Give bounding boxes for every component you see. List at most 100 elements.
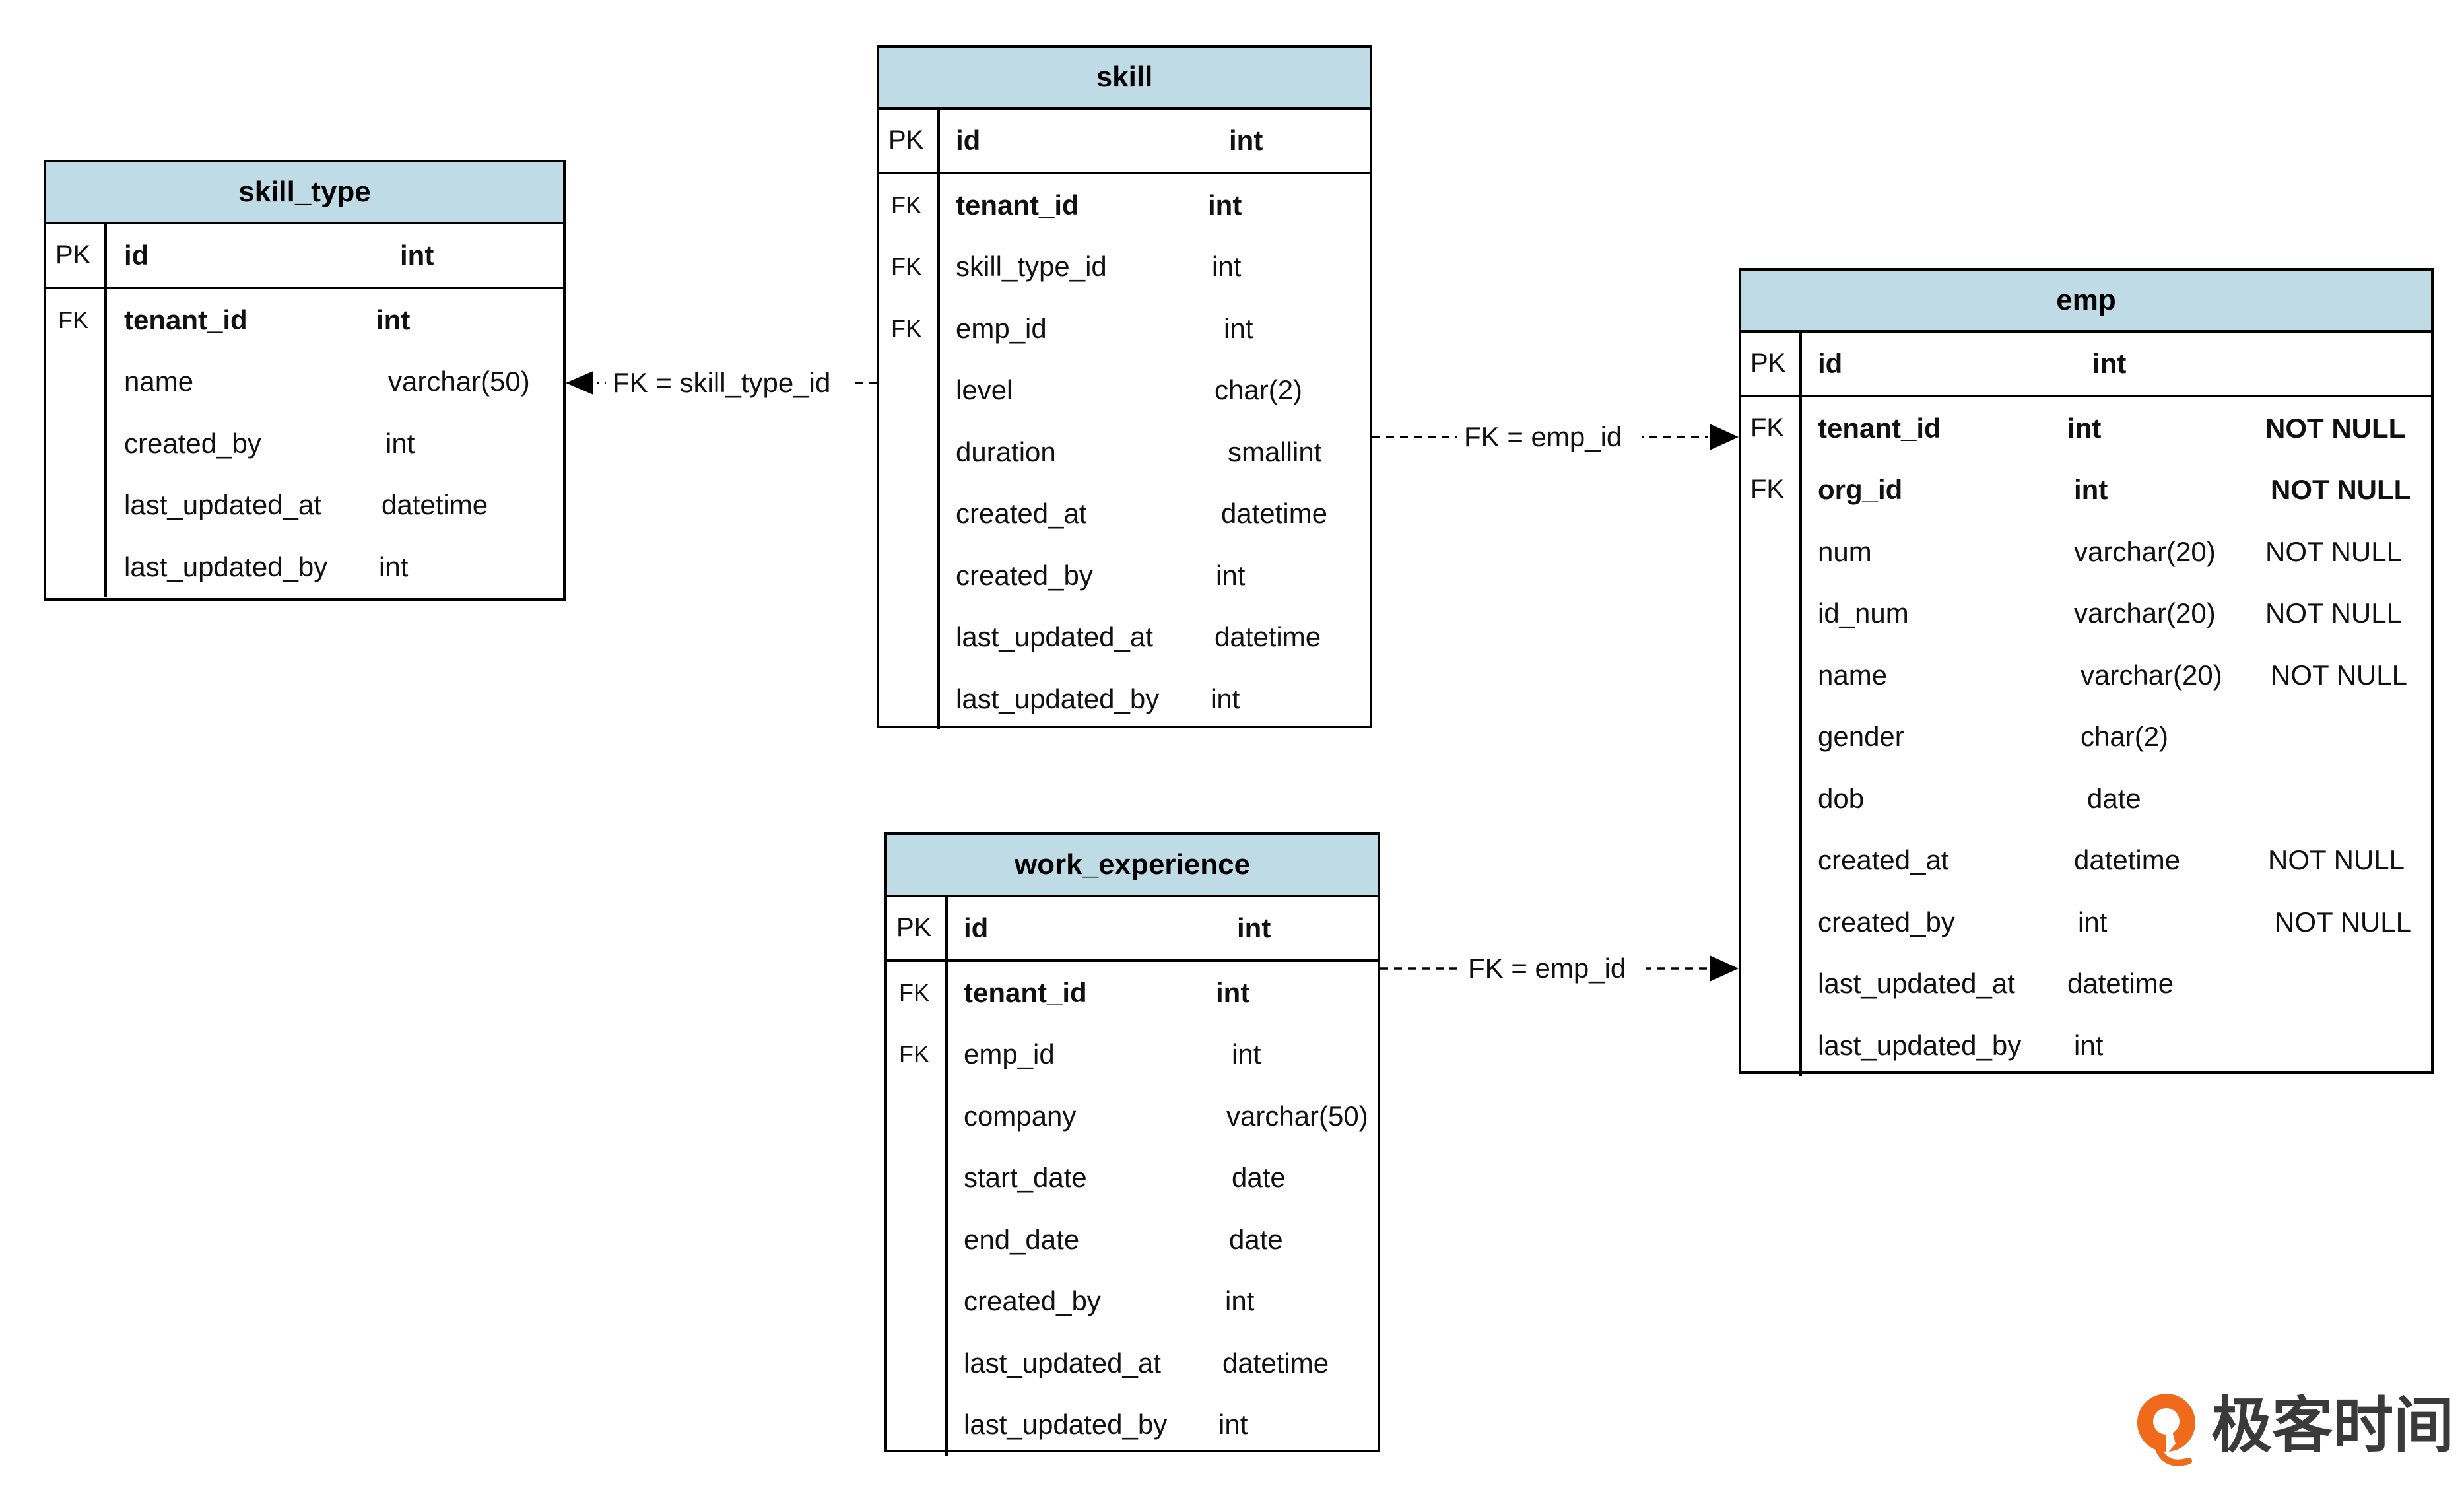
column-name: created_by [964, 1285, 1101, 1316]
column-name: emp_id [964, 1038, 1055, 1069]
column-type: varchar(20) [2074, 535, 2216, 567]
column-type: datetime [1222, 1347, 1329, 1378]
column-row: level char(2) [879, 359, 1370, 421]
pk-section: PK id int [46, 224, 563, 289]
fields-section: FK tenant_id int name varchar(50) create… [46, 288, 563, 597]
column-name: created_at [1818, 844, 1949, 875]
column-row: last_updated_at datetime [46, 474, 563, 536]
column-type: varchar(20) [2074, 597, 2216, 628]
fields-section: FK tenant_id int FK emp_id int company v… [887, 961, 1378, 1456]
key-label: FK [899, 978, 930, 1006]
column-type: int [1216, 976, 1250, 1008]
relation-skill-to-emp: FK = emp_id [1372, 419, 1739, 456]
column-name: created_at [956, 498, 1087, 529]
column-type: int [1224, 312, 1253, 344]
column-type: int [2092, 348, 2127, 379]
column-constraint: NOT NULL [2265, 597, 2402, 628]
column-name: created_by [956, 559, 1093, 591]
column-type: date [1232, 1162, 1286, 1193]
column-name: tenant_id [1818, 412, 1941, 444]
column-name: id_num [1818, 597, 1909, 628]
column-row: created_by int [46, 413, 563, 475]
column-name: last_updated_at [964, 1347, 1161, 1378]
column-row: PK id int [879, 110, 1370, 172]
arrowhead-icon [1710, 955, 1739, 982]
column-type: datetime [2074, 844, 2181, 875]
column-name: org_id [1818, 474, 1903, 505]
column-row: PK id int [887, 897, 1378, 959]
column-name: id [1818, 348, 1843, 379]
column-row: created_at datetime NOT NULL [1741, 829, 2431, 891]
logo-mark-icon [2137, 1394, 2195, 1466]
column-row: dob date [1741, 768, 2431, 830]
key-label: FK [891, 191, 922, 219]
column-type: int [1212, 251, 1242, 282]
column-type: datetime [1221, 498, 1328, 529]
column-constraint: NOT NULL [2265, 535, 2402, 567]
column-name: last_updated_by [956, 683, 1160, 714]
arrowhead-icon [1710, 424, 1739, 450]
pk-section: PK id int [879, 110, 1370, 174]
column-type: int [400, 240, 434, 271]
relation-label: FK = skill_type_id [613, 367, 830, 398]
column-name: last_updated_at [956, 621, 1153, 652]
column-name: id [956, 125, 981, 156]
column-name: id [964, 912, 989, 943]
pk-section: PK id int [887, 897, 1378, 962]
column-row: FK tenant_id int [887, 962, 1378, 1024]
column-type: int [1216, 559, 1246, 591]
column-row: FK tenant_id int [46, 289, 563, 351]
column-type: int [2074, 474, 2108, 505]
column-name: last_updated_at [124, 489, 321, 520]
key-label: FK [891, 253, 922, 280]
column-row: FK tenant_id int NOT NULL [1741, 397, 2431, 459]
key-label: FK [58, 306, 89, 333]
label-background [606, 364, 850, 401]
relation-skill-to-skill-type: FK = skill_type_id [566, 364, 877, 401]
pk-section: PK id int [1741, 333, 2431, 397]
column-type: date [1229, 1223, 1283, 1255]
column-name: id [124, 240, 149, 271]
label-background [1457, 419, 1642, 456]
column-type: int [2078, 906, 2108, 937]
column-name: end_date [964, 1223, 1080, 1255]
column-type: char(2) [2081, 721, 2169, 752]
column-row: created_at datetime [879, 483, 1370, 545]
key-label: FK [899, 1040, 930, 1068]
column-row: FK emp_id int [887, 1023, 1378, 1085]
column-name: last_updated_by [124, 551, 328, 582]
column-name: num [1818, 535, 1872, 567]
column-name: tenant_id [956, 189, 1079, 220]
column-row: FK org_id int NOT NULL [1741, 459, 2431, 521]
column-row: last_updated_at datetime [879, 606, 1370, 668]
column-name: tenant_id [124, 304, 248, 335]
column-type: int [1237, 912, 1271, 943]
column-row: last_updated_at datetime [887, 1332, 1378, 1394]
column-name: gender [1818, 721, 1904, 752]
label-background [1461, 950, 1646, 987]
column-row: duration smallint [879, 421, 1370, 483]
column-row: FK skill_type_id int [879, 236, 1370, 298]
column-row: created_by int NOT NULL [1741, 891, 2431, 953]
column-name: last_updated_by [1818, 1029, 2022, 1061]
column-constraint: NOT NULL [2268, 844, 2405, 875]
column-name: emp_id [956, 312, 1047, 344]
column-row: last_updated_by int [887, 1394, 1378, 1456]
column-row: name varchar(50) [46, 351, 563, 413]
column-row: gender char(2) [1741, 706, 2431, 768]
fields-section: FK tenant_id int FK skill_type_id int FK… [879, 174, 1370, 729]
column-row: FK emp_id int [879, 298, 1370, 360]
column-constraint: NOT NULL [2265, 412, 2406, 444]
column-row: end_date date [887, 1209, 1378, 1271]
column-type: int [1218, 1409, 1248, 1440]
column-type: varchar(20) [2081, 659, 2222, 691]
column-type: int [1208, 189, 1242, 220]
column-type: int [379, 551, 409, 582]
column-type: int [2074, 1029, 2104, 1061]
table-title: skill_type [46, 162, 563, 224]
column-name: last_updated_by [964, 1409, 1168, 1440]
column-type: int [376, 304, 411, 335]
column-type: datetime [2067, 968, 2174, 999]
table-skill: skill PK id int FK tenant_id int FK skil… [877, 45, 1372, 729]
